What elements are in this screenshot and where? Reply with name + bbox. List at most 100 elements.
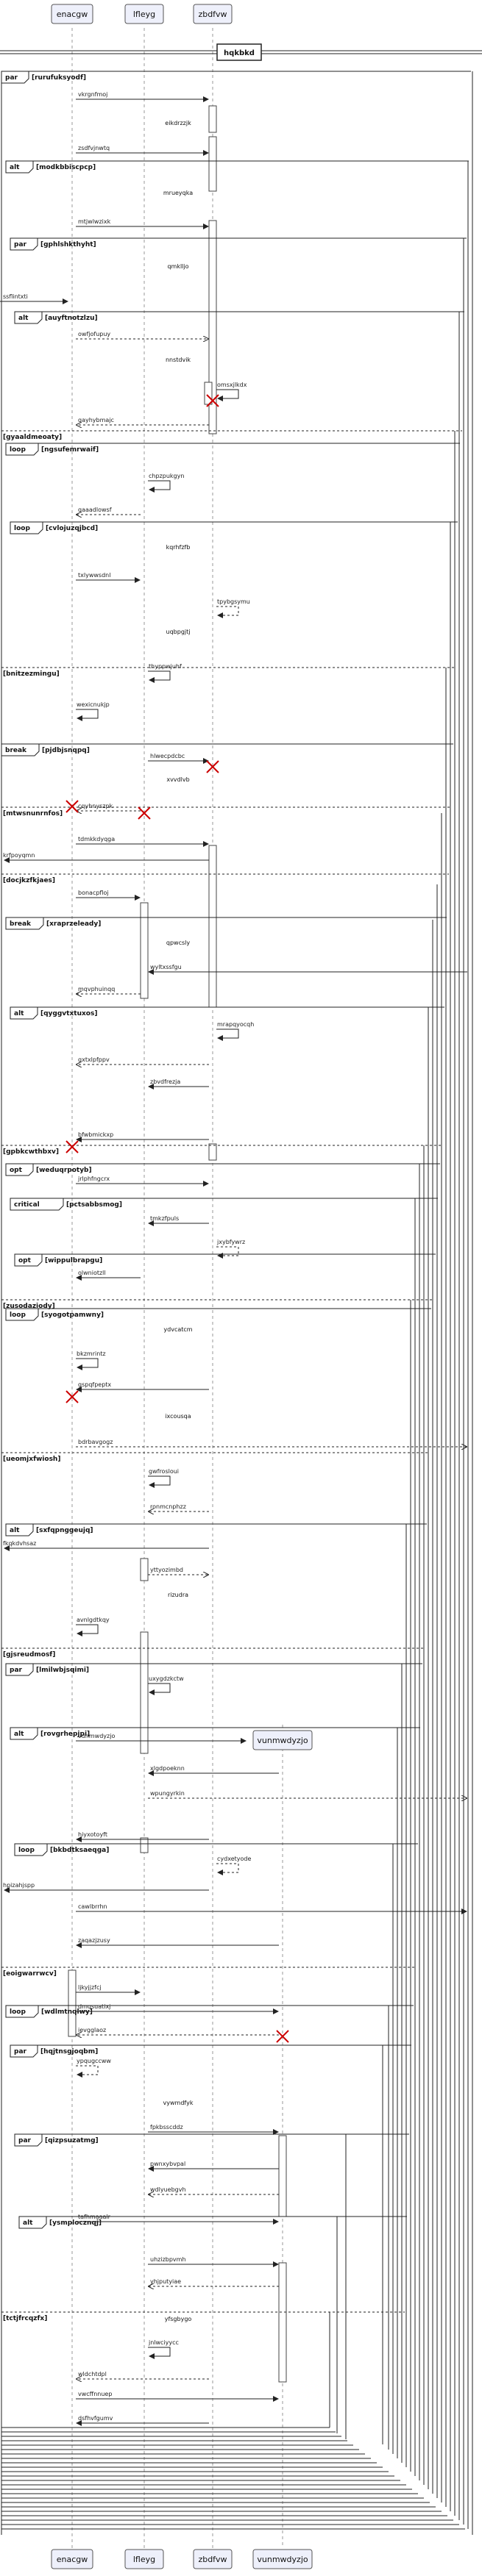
message-wexicnukjp[interactable]: wexicnukjp [76, 701, 110, 721]
fragment-condition: [gpbkcwthbxv] [3, 1148, 59, 1156]
message-fpkbsscddz[interactable]: fpkbsscddz [148, 2124, 279, 2135]
message-vywmdfyk[interactable]: vywmdfyk [163, 2100, 194, 2106]
message-nnstdvik[interactable]: nnstdvik [166, 357, 191, 363]
message-tdmkkdyqga[interactable]: tdmkkdyqga [76, 836, 209, 847]
message-label: bkzmrintz [77, 1350, 106, 1357]
message-jnlwciyycc[interactable]: jnlwciyycc [148, 2339, 179, 2359]
participant-vunmwdyzjo-bottom[interactable]: vunmwdyzjo [252, 2549, 313, 2569]
message-vunmwdyzjo[interactable]: vunmwdyzjo [76, 1733, 247, 1744]
message-dmqsuatixj[interactable]: dmqsuatixj [76, 2003, 279, 2014]
message-ssflintxti[interactable]: ssflintxti [0, 293, 68, 304]
message-olwniotzll[interactable]: olwniotzll [76, 1270, 141, 1281]
participant-lfleyg-bottom[interactable]: lfleyg [124, 2549, 164, 2569]
message-bkzmrintz[interactable]: bkzmrintz [76, 1350, 106, 1370]
message-avnlgdtkqy[interactable]: avnlgdtkqy [76, 1617, 110, 1636]
message-cawlbrrhn[interactable]: cawlbrrhn [76, 1903, 467, 1914]
message-chpzpukgyn[interactable]: chpzpukgyn [148, 473, 184, 493]
message-xvvdlvb[interactable]: xvvdlvb [166, 776, 189, 783]
message-jxybfywrz[interactable]: jxybfywrz [216, 1239, 245, 1259]
message-omsxjlkdx[interactable]: omsxjlkdx [216, 382, 247, 401]
message-zsdfvjnwtq[interactable]: zsdfvjnwtq [76, 145, 209, 156]
participant-enacgw-bottom[interactable]: enacgw [51, 2549, 93, 2569]
message-qaaadlowsf[interactable]: qaaadlowsf [77, 507, 141, 515]
message-dsfhvfgumv[interactable]: dsfhvfgumv [76, 2415, 209, 2426]
message-bonacpfloj[interactable]: bonacpfloj [76, 890, 141, 901]
message-label: qayhybmajc [78, 417, 114, 423]
message-qpwcsly[interactable]: qpwcsly [166, 940, 190, 946]
message-eikdrzzjk[interactable]: eikdrzzjk [165, 120, 191, 126]
message-label: mtjwlwzixk [78, 218, 111, 225]
message-thyppwjuhf[interactable]: thyppwjuhf [148, 663, 182, 683]
message-vwcffnnuep[interactable]: vwcffnnuep [76, 2391, 279, 2402]
message-yttyozimbd[interactable]: yttyozimbd [148, 1567, 208, 1575]
message-mtjwlwzixk[interactable]: mtjwlwzixk [76, 218, 209, 229]
participant-zbdfvw-top[interactable]: zbdfvw [193, 4, 233, 24]
message-bfwbmickxp[interactable]: bfwbmickxp [76, 1131, 209, 1142]
message-yhjputyiae[interactable]: yhjputyiae [149, 2278, 279, 2286]
message-krfpoyqmn[interactable]: krfpoyqmn [3, 852, 209, 863]
message-cqyhnyszpk[interactable]: cqyhnyszpk [77, 803, 141, 811]
participant-enacgw-top[interactable]: enacgw [51, 4, 93, 24]
message-wpungyrkin[interactable]: wpungyrkin [148, 1790, 467, 1798]
fragment-section-10: [docjkzfkjaes] [1, 873, 449, 884]
message-label: mrapqyocqh [217, 1021, 254, 1028]
message-label: zsdfvjnwtq [78, 145, 110, 151]
message-label: yfsgbygo [165, 2316, 192, 2322]
message-ypqugccww[interactable]: ypqugccww [76, 2058, 111, 2078]
message-mrapqyocqh[interactable]: mrapqyocqh [216, 1021, 254, 1041]
message-bdrbavgogz[interactable]: bdrbavgogz [76, 1439, 467, 1447]
message-uhzizbpvmh[interactable]: uhzizbpvmh [148, 2256, 279, 2267]
message-wyltxssfgu[interactable]: wyltxssfgu [148, 964, 467, 975]
message-ydvcatcm[interactable]: ydvcatcm [163, 1326, 192, 1333]
message-wdlyuebgvh[interactable]: wdlyuebgvh [149, 2186, 279, 2194]
fragment-condition: [bnitzezmingu] [3, 670, 60, 678]
message-ievgglaoz[interactable]: ievgglaoz [77, 2027, 279, 2035]
fragment-kind: par [18, 2137, 32, 2144]
message-zbvdfrezja[interactable]: zbvdfrezja [148, 1078, 209, 1090]
message-uxygdzkctw[interactable]: uxygdzkctw [148, 1675, 184, 1695]
message-xlgdpoeknn[interactable]: xlgdpoeknn [148, 1765, 279, 1776]
message-yfsgbygo[interactable]: yfsgbygo [165, 2316, 192, 2322]
message-label: fkqkdvhsaz [3, 1540, 36, 1547]
fragment-loop-5: loop[ngsufemrwaif] [5, 443, 460, 456]
message-hpizahjspp[interactable]: hpizahjspp [3, 1882, 209, 1893]
fragment-condition: [gyaaldmeoaty] [3, 434, 62, 441]
message-ljkyjjzfcj[interactable]: ljkyjjzfcj [76, 1984, 141, 1995]
message-mqvphuinqq[interactable]: mqvphuinqq [77, 986, 141, 994]
message-kqrhfzfb[interactable]: kqrhfzfb [166, 544, 191, 551]
fragment-opt-16: opt[wippulbrapgu] [14, 1253, 436, 1267]
message-tmkzfpuls[interactable]: tmkzfpuls [148, 1215, 209, 1226]
message-ixcousqa[interactable]: ixcousqa [165, 1413, 191, 1420]
message-label: uqbpgjtj [166, 629, 191, 635]
message-gspqfpeptx[interactable]: gspqfpeptx [76, 1381, 209, 1392]
message-txlywwsdnl[interactable]: txlywwsdnl [76, 572, 141, 583]
message-fkqkdvhsaz[interactable]: fkqkdvhsaz [3, 1540, 209, 1551]
message-hlwecpdcbc[interactable]: hlwecpdcbc [148, 753, 209, 764]
message-qmklljo[interactable]: qmklljo [167, 263, 188, 270]
message-jrlphfngcrx[interactable]: jrlphfngcrx [76, 1176, 209, 1187]
participant-lfleyg-top[interactable]: lfleyg [124, 4, 164, 24]
message-label: vwcffnnuep [78, 2391, 112, 2397]
message-qayhybmajc[interactable]: qayhybmajc [77, 417, 209, 425]
message-ronmcnphzz[interactable]: ronmcnphzz [149, 1503, 209, 1511]
message-gwfrosloui[interactable]: gwfrosloui [148, 1468, 179, 1488]
message-mrueyqka[interactable]: mrueyqka [163, 190, 193, 196]
message-hiyxotoyft[interactable]: hiyxotoyft [76, 1831, 209, 1842]
message-pwnxybvpal[interactable]: pwnxybvpal [148, 2161, 279, 2172]
message-owfjofupuy[interactable]: owfjofupuy [76, 331, 208, 339]
message-gxtxlpfppv[interactable]: gxtxlpfppv [77, 1056, 209, 1065]
participant-vunmwdyzjo-created[interactable]: vunmwdyzjo [252, 1730, 313, 1750]
message-label: jxybfywrz [216, 1239, 245, 1245]
message-uqbpgjtj[interactable]: uqbpgjtj [166, 629, 191, 635]
message-cydxetyode[interactable]: cydxetyode [216, 1856, 251, 1875]
message-tafhmaaalr[interactable]: tafhmaaalr [76, 2214, 279, 2225]
message-rizudra[interactable]: rizudra [168, 1592, 188, 1598]
message-zaqazjzusy[interactable]: zaqazjzusy [76, 1937, 279, 1948]
message-label: chpzpukgyn [149, 473, 184, 479]
message-vkrgnfmoj[interactable]: vkrgnfmoj [76, 91, 209, 102]
message-tpybgsymu[interactable]: tpybgsymu [216, 598, 250, 618]
participant-zbdfvw-bottom[interactable]: zbdfvw [193, 2549, 233, 2569]
fragment-kind: alt [23, 2219, 33, 2227]
message-label: rizudra [168, 1592, 188, 1598]
message-wldchtdpl[interactable]: wldchtdpl [77, 2371, 209, 2379]
